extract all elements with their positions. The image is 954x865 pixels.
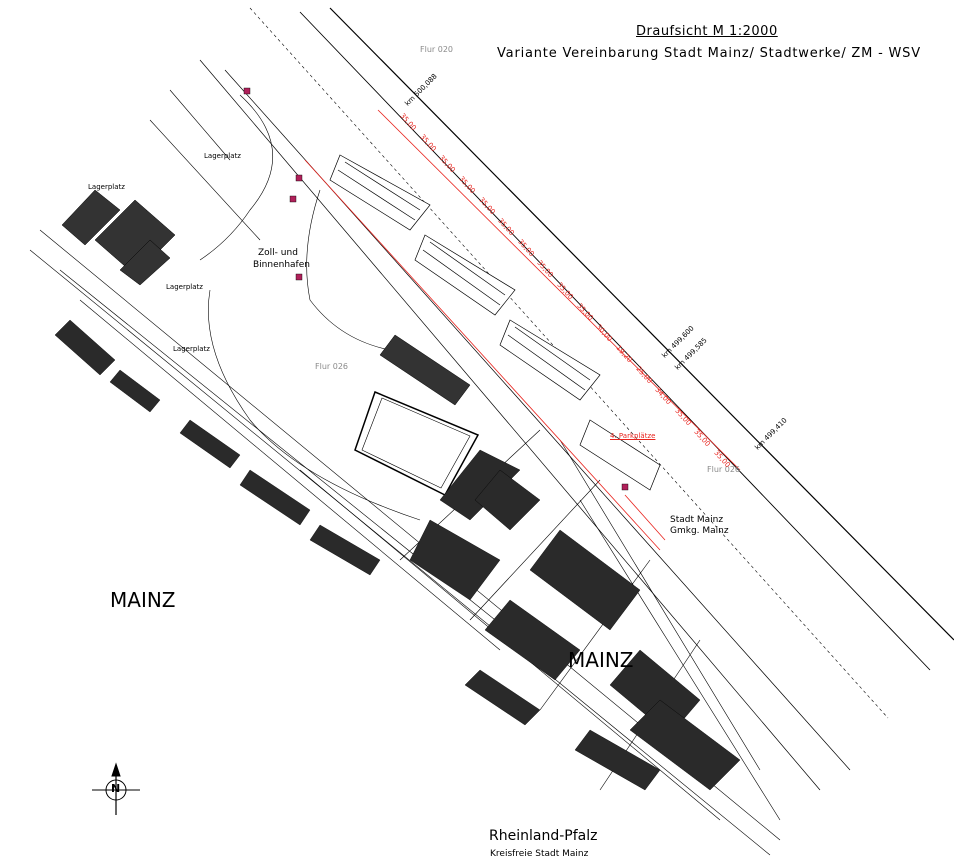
north-arrow-icon <box>92 762 140 815</box>
district-label: Kreisfreie Stadt Mainz <box>490 849 589 859</box>
plan-subtitle: Variante Vereinbarung Stadt Mainz/ Stadt… <box>497 46 921 61</box>
dimension-chain <box>304 109 741 551</box>
lagerplatz-label: Lagerplatz <box>88 183 125 191</box>
markers <box>243 87 629 491</box>
lagerplatz-label: Lagerplatz <box>204 152 241 160</box>
warehouse-blocks <box>61 189 471 406</box>
city-blocks <box>54 319 741 791</box>
city-label-mainz: MAINZ <box>110 588 176 612</box>
plan-title: Draufsicht M 1:2000 <box>636 24 778 39</box>
municipality-label-line1: Stadt Mainz <box>670 515 724 525</box>
ship-berths <box>329 154 661 491</box>
north-label: N <box>111 782 121 795</box>
lagerplatz-label: Lagerplatz <box>173 345 210 353</box>
flur-026-right-label: Flur 026 <box>707 465 740 474</box>
lagerplatz-label: Lagerplatz <box>166 283 203 291</box>
parking-label: 4. Parkplätze <box>610 432 656 440</box>
municipality-label-line2: Gmkg. Mainz <box>670 526 729 536</box>
harbor-label-line1: Zoll- und <box>258 248 298 258</box>
city-label-mainz-center: MAINZ <box>568 648 634 672</box>
state-label: Rheinland-Pfalz <box>489 828 598 844</box>
flur-020-label: Flur 020 <box>420 45 453 54</box>
flur-026-label: Flur 026 <box>315 362 348 371</box>
harbor-label-line2: Binnenhafen <box>253 260 310 270</box>
